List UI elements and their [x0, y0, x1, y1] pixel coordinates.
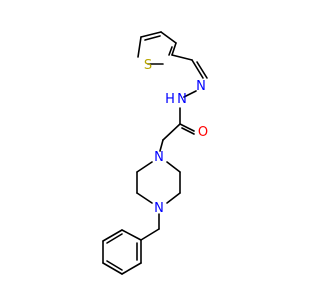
bond [140, 228, 160, 241]
bond [144, 35, 161, 41]
bond [140, 31, 162, 38]
amide-nitrogen-label: N [177, 92, 187, 107]
bond [196, 61, 208, 79]
bond [181, 127, 195, 135]
bond [166, 161, 181, 173]
bond [136, 161, 153, 173]
piperazine-nitrogen-1-label: N [154, 150, 164, 165]
hydrazone-linker [171, 54, 208, 98]
bond [106, 260, 123, 271]
bond [171, 42, 177, 56]
bond [171, 54, 193, 61]
piperazine-nitrogen-4-label: N [154, 201, 164, 216]
amide-hydrogen-label: H [165, 92, 175, 107]
acetamide-group [159, 107, 195, 152]
molecule-structure: S N N H O N N [102, 31, 208, 275]
sulfur-atom-label: S [144, 58, 152, 73]
bond [102, 229, 123, 242]
bond [121, 229, 142, 241]
bond [159, 139, 164, 152]
bond [137, 36, 142, 58]
bond [183, 90, 197, 98]
bond [168, 46, 173, 56]
bond [160, 31, 177, 44]
bond [179, 123, 195, 132]
bond [121, 262, 142, 275]
carbonyl-oxygen-label: O [198, 125, 208, 140]
bond [136, 192, 153, 204]
bond [162, 123, 181, 141]
benzyl-linker [140, 213, 160, 241]
bond [102, 262, 123, 275]
thiophene-ring [137, 31, 177, 65]
bond [106, 233, 123, 244]
benzene-ring [102, 229, 142, 275]
bond [191, 59, 204, 79]
hydrazone-nitrogen-label: N [196, 79, 206, 94]
piperazine-ring [136, 161, 181, 204]
structure-canvas: S N N H O N N [102, 31, 208, 275]
bond [166, 192, 181, 204]
